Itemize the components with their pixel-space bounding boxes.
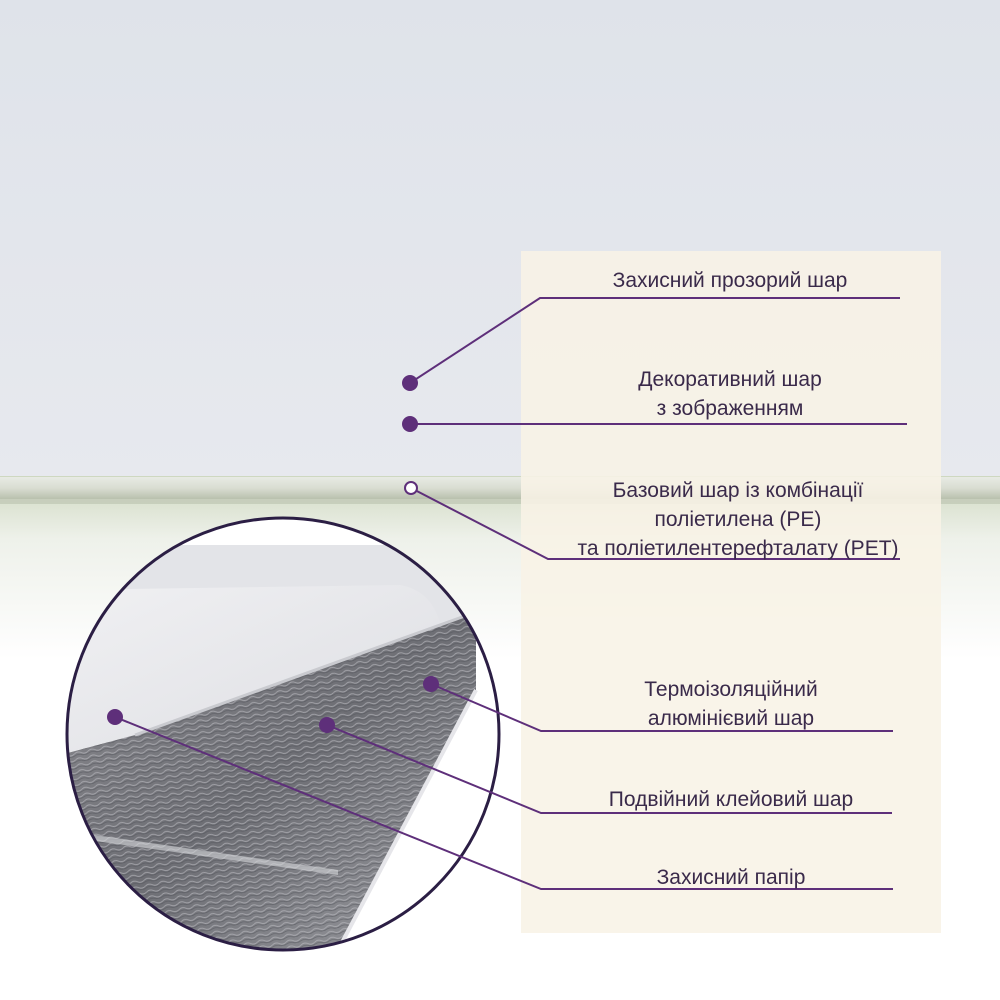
layer-label-line: Захисний прозорий шар [612, 269, 848, 292]
leader-line-protective-paper [114, 716, 893, 890]
detail-magnifier-circle [65, 516, 501, 952]
layer-label-line: з зображенням [656, 397, 804, 420]
leader-line-adhesive [326, 724, 892, 814]
layer-label-decorative: Декоративний шар з зображенням [638, 365, 822, 423]
layer-label-line: поліетилена (PE) [654, 508, 822, 531]
layer-label-line: Декоративний шар [638, 368, 822, 391]
layer-label-line: Захисний папір [656, 866, 806, 889]
marker-dot-protective-paper [107, 709, 123, 725]
marker-dot-decorative [402, 416, 418, 432]
layer-label-line: Базовий шар із комбінації [612, 479, 864, 502]
layer-label-protective-paper: Захисний папір [657, 863, 806, 892]
layer-label-base: Базовий шар із комбінації поліетилена (PE… [577, 476, 898, 563]
marker-dot-thermal-foil [423, 676, 439, 692]
layer-label-protective-clear: Захисний прозорий шар [613, 266, 848, 295]
layer-label-line: алюмінієвий шар [647, 707, 815, 730]
layer-label-line: Термоізоляційний [644, 678, 818, 701]
marker-dot-protective-clear [402, 375, 418, 391]
marker-dot-base [404, 481, 418, 495]
layer-label-line: та поліетилентерефталату (PET) [577, 537, 899, 560]
layer-label-adhesive: Подвійний клейовий шар [609, 785, 853, 814]
marker-dot-adhesive [319, 717, 335, 733]
layer-label-thermal-foil: Термоізоляційний алюмінієвий шар [644, 675, 818, 733]
leader-line-protective-clear [409, 297, 900, 384]
layer-label-line: Подвійний клейовий шар [608, 788, 854, 811]
leader-line-base [410, 487, 900, 560]
leader-line-thermal-foil [430, 683, 893, 732]
